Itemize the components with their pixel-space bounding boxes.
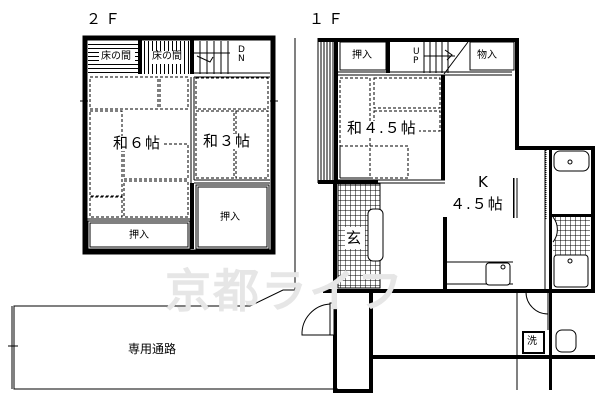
- washitsu-6-label: 和６帖: [111, 134, 164, 152]
- exterior-outline: [8, 38, 338, 390]
- watermark: 京都ライフ: [165, 264, 405, 318]
- oshiire-1f-label: 押入: [352, 50, 372, 61]
- floor-label-1f: １Ｆ: [309, 10, 348, 28]
- tokonoma-label-2: 床の間: [152, 51, 182, 62]
- washitsu-3-label: 和３帖: [201, 132, 254, 150]
- second-floor: [80, 35, 278, 255]
- tokonoma-label-1: 床の間: [101, 51, 131, 62]
- floor-label-2f: ２Ｆ: [86, 10, 125, 28]
- first-floor: [301, 38, 595, 393]
- oshiire-right-label: 押入: [220, 212, 240, 223]
- storage-label: 物入: [477, 50, 497, 61]
- stairs-down-label: DN: [238, 45, 245, 64]
- entrance-label: 玄: [346, 229, 363, 247]
- oshiire-left-label: 押入: [129, 230, 149, 241]
- laundry-label: 洗: [527, 336, 537, 347]
- stairs-up-label: UP: [413, 47, 420, 66]
- kitchen-size-label: ４.５帖: [448, 195, 506, 213]
- washitsu-45-label: 和４.５帖: [345, 119, 419, 137]
- kitchen-label: K: [478, 173, 489, 191]
- private-passage-label: 専用通路: [128, 342, 177, 356]
